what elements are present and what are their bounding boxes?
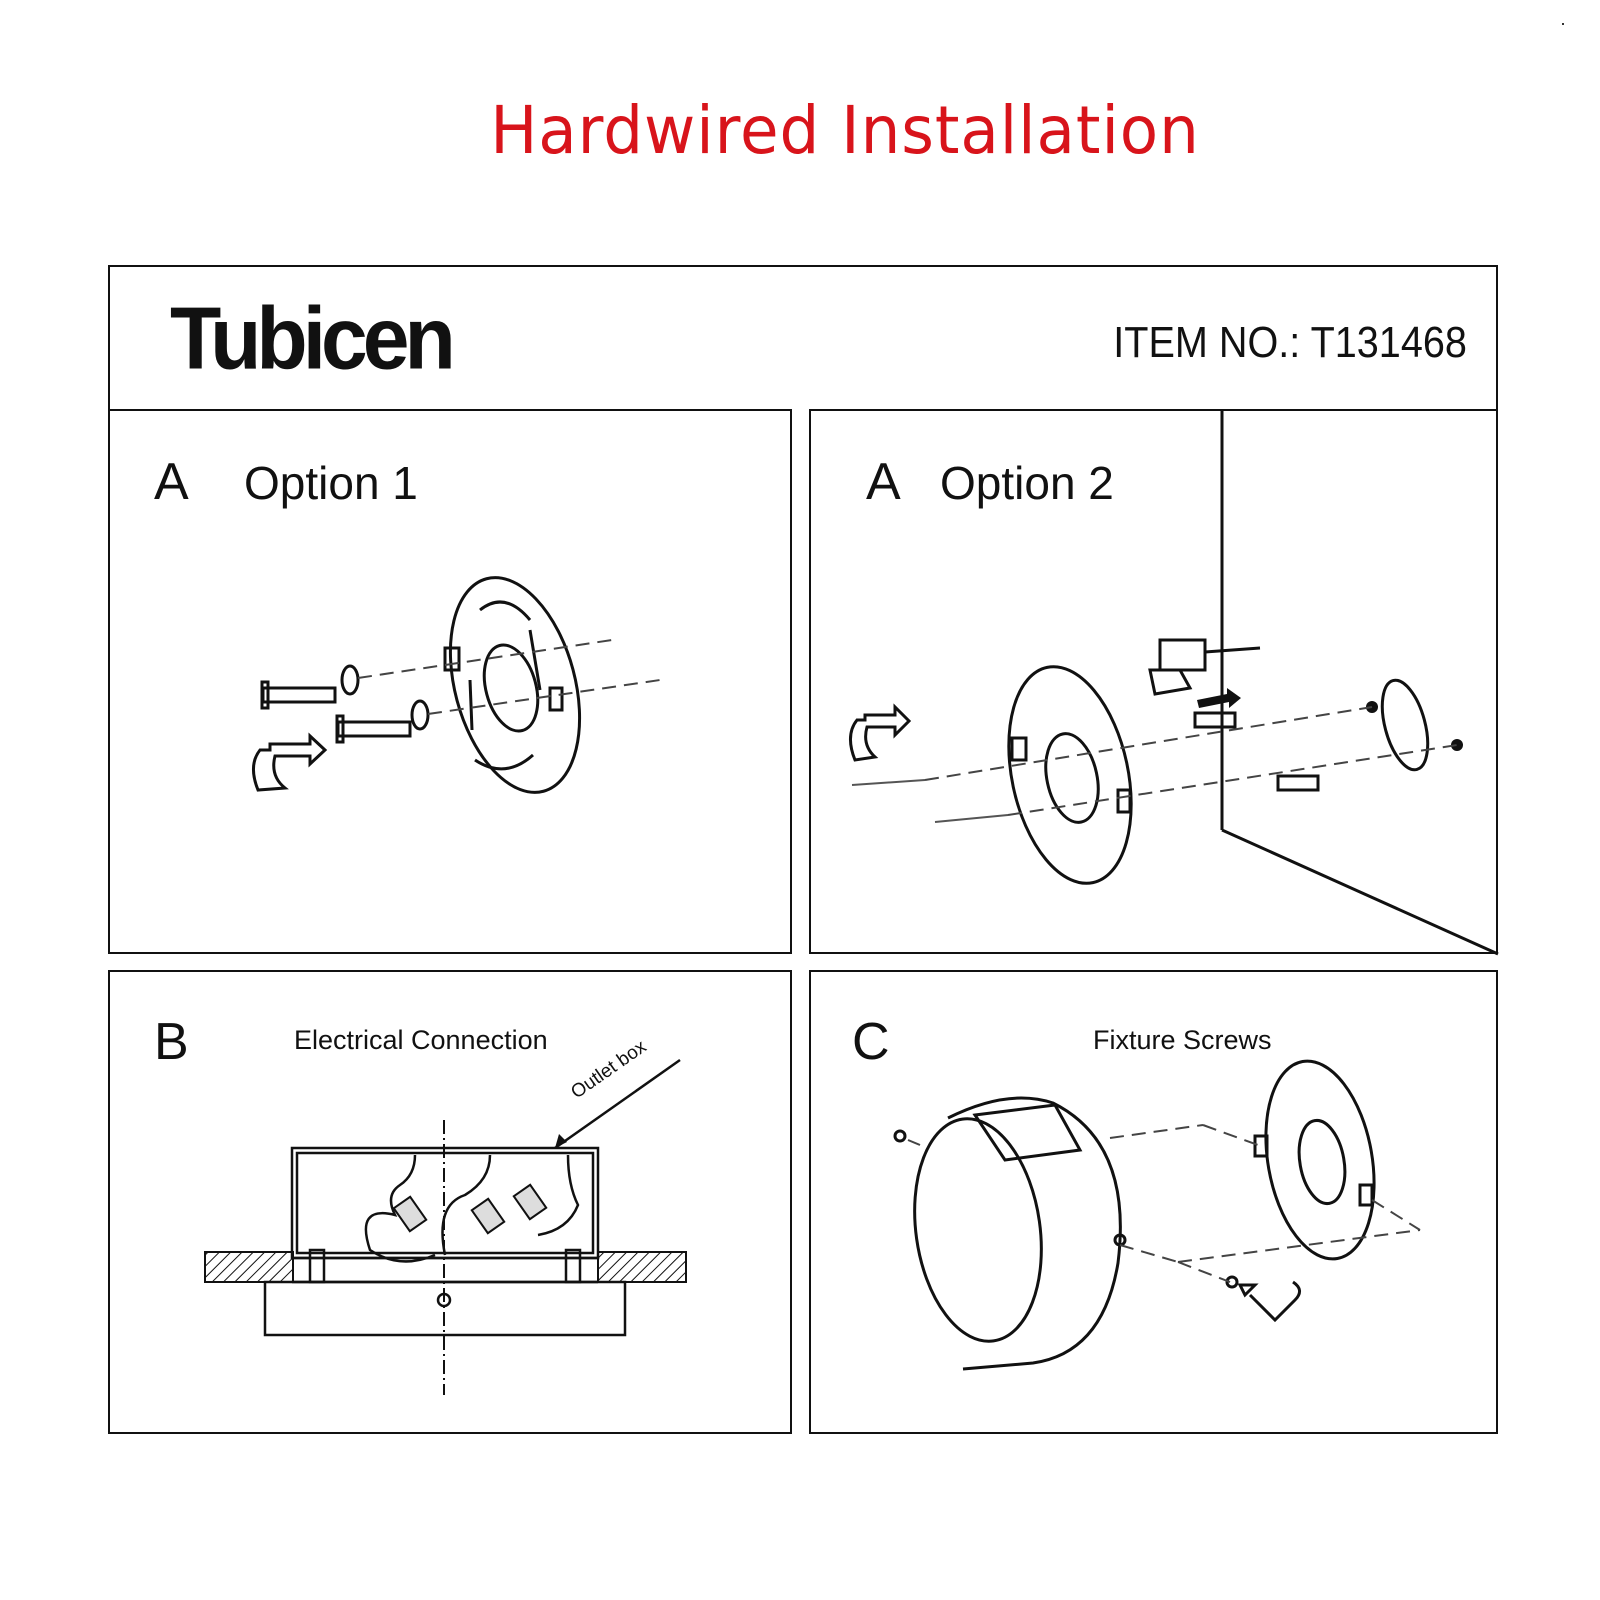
step-letter: A [866,453,901,511]
step-letter: A [154,453,189,511]
page-title: Hardwired Installation [490,92,1200,169]
panel-label: Option 1 [244,457,418,509]
step-letter: B [154,1013,189,1071]
panel-b-electrical-connection [108,970,792,1434]
panel-c-fixture-screws [809,970,1498,1434]
header-frame [108,265,1498,409]
panel-label: Option 2 [940,457,1114,509]
stray-dot [1562,23,1564,25]
panel-label: Fixture Screws [1093,1025,1272,1055]
item-number: ITEM NO.: T131468 [1113,318,1467,367]
brand-logo: Tubicen [170,288,456,388]
panel-label: Electrical Connection [294,1025,548,1055]
panel-a-option-1 [108,409,792,954]
step-letter: C [852,1013,890,1071]
